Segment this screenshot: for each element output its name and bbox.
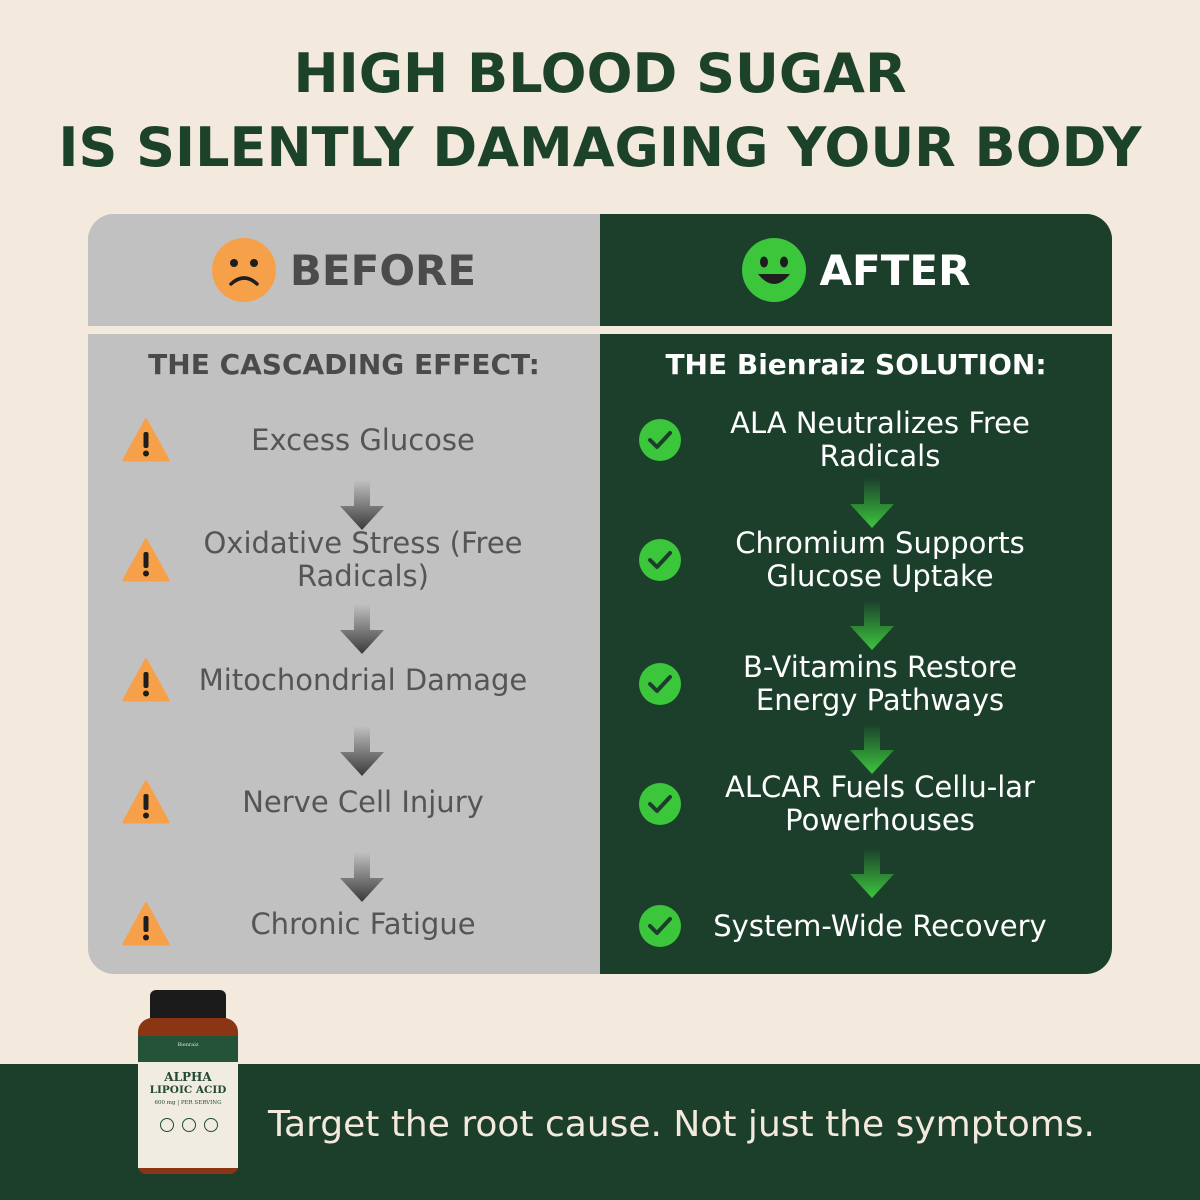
after-step-text: B-Vitamins Restore Energy Pathways [742,650,1018,717]
before-step: Excess Glucose [88,400,600,480]
before-header: BEFORE [88,214,600,326]
after-panel: AFTER THE Bienraiz SOLUTION: ALA Neutral… [600,214,1112,974]
before-step-text: Nerve Cell Injury [242,784,484,819]
after-label: AFTER [819,245,971,295]
header-divider [600,326,1112,334]
arrow-down-icon [850,478,894,528]
label-badge-icon [160,1118,174,1132]
warning-icon [122,780,170,824]
arrow-down-icon [850,848,894,898]
product-name-line-2: LIPOIC ACID [149,1084,227,1096]
warning-icon [122,658,170,702]
before-label: BEFORE [289,245,477,295]
after-step-text: Chromium Supports Glucose Uptake [735,526,1025,593]
after-step: System-Wide Recovery [600,886,1112,966]
sad-face-icon [211,238,276,302]
before-step: Nerve Cell Injury [88,762,600,842]
after-step-text: System-Wide Recovery [713,908,1047,943]
after-step: ALCAR Fuels Cellu-lar Powerhouses [600,764,1112,844]
arrow-down-icon [340,852,384,902]
product-bottle: Bienraiz ALPHA LIPOIC ACID 600 mg | PER … [136,990,240,1180]
warning-icon [122,538,170,582]
bottle-label-band [138,1036,238,1062]
arrow-down-icon [340,604,384,654]
after-step: B-Vitamins Restore Energy Pathways [600,644,1112,724]
tagline: Target the root cause. Not just the symp… [268,1104,1095,1145]
warning-icon [122,902,170,946]
headline-line-2: IS SILENTLY DAMAGING YOUR BODY [58,116,1142,179]
after-step-text: ALA Neutralizes Free Radicals [730,406,1030,473]
arrow-down-icon [340,726,384,776]
check-circle-icon [639,663,681,705]
headline-line-1: HIGH BLOOD SUGAR [293,42,907,105]
check-circle-icon [639,539,681,581]
check-circle-icon [639,419,681,461]
check-circle-icon [639,783,681,825]
arrow-down-icon [850,724,894,774]
before-step-text: Oxidative Stress (Free Radicals) [203,526,523,593]
after-step: ALA Neutralizes Free Radicals [600,400,1112,480]
arrow-down-icon [340,480,384,530]
before-step-text: Excess Glucose [251,422,475,457]
product-dose: 600 mg | PER SERVING [154,1100,222,1106]
bottle-label [138,1062,238,1168]
solution-title: THE Bienraiz SOLUTION: [665,348,1047,381]
header-divider [88,326,600,334]
product-brand: Bienraiz [177,1042,199,1048]
label-badge-icon [204,1118,218,1132]
after-header: AFTER [600,214,1112,326]
cascading-effect-title: THE CASCADING EFFECT: [148,348,540,381]
after-step-text: ALCAR Fuels Cellu-lar Powerhouses [725,770,1035,837]
before-step-text: Mitochondrial Damage [198,662,528,697]
arrow-down-icon [850,600,894,650]
before-step: Mitochondrial Damage [88,640,600,720]
warning-icon [122,418,170,462]
before-panel: BEFORE THE CASCADING EFFECT: Excess Gluc… [88,214,600,974]
before-step-text: Chronic Fatigue [250,906,476,941]
product-name-line-1: ALPHA [164,1070,212,1084]
smiley-face-icon [741,238,806,302]
label-badge-icon [182,1118,196,1132]
check-circle-icon [639,905,681,947]
bottle-cap [150,990,226,1020]
before-step: Chronic Fatigue [88,884,600,964]
after-step: Chromium Supports Glucose Uptake [600,520,1112,600]
before-step: Oxidative Stress (Free Radicals) [88,520,600,600]
